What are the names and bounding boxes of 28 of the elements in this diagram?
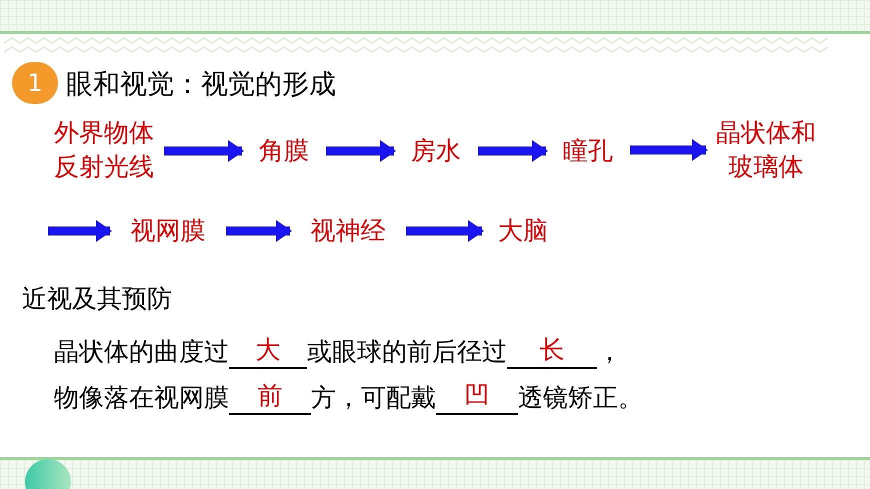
fill-in-line: 凹 [436,381,518,415]
fill-in-line: 前 [229,381,311,415]
arrow [164,140,244,162]
sentence-text: 晶状体的曲度过 [54,336,229,368]
title: 眼和视觉：视觉的形成 [66,68,336,102]
fill-in-line: 长 [507,335,597,369]
number-badge: 1 [12,62,58,104]
arrow [326,140,396,162]
step-text: 视网膜 [116,214,220,248]
sentence-text: 方，可配戴 [311,382,436,414]
section-heading: 近视及其预防 [22,283,172,315]
step-text: 瞳孔 [552,134,624,168]
step-text: 晶状体和玻璃体 [712,114,820,186]
sentence-text: 透镜矫正。 [518,382,643,414]
step-text: 角膜 [248,134,320,168]
arrow [226,220,292,242]
arrow [406,220,484,242]
sentence-text: 物像落在视网膜 [54,382,229,414]
sentence-text: 或眼球的前后径过 [307,336,507,368]
fill-in-line: 大 [229,335,307,369]
sentence-text: ， [597,336,622,368]
step-text: 视神经 [296,214,400,248]
arrow [48,220,112,242]
step-text: 大脑 [488,214,558,248]
step-text: 房水 [400,134,472,168]
arrow [478,140,548,162]
arrow [630,139,708,161]
step-text: 外界物体反射光线 [50,114,158,186]
